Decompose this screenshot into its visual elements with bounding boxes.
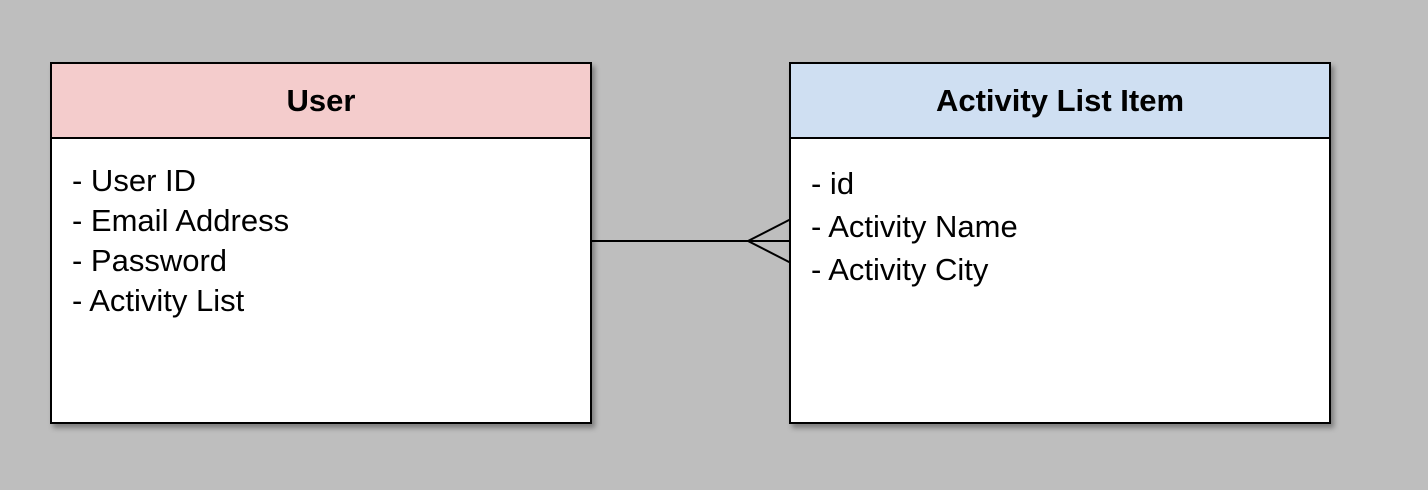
- crows-foot-lower-prong: [747, 240, 792, 264]
- user-attribute-activity-list: - Activity List: [72, 283, 245, 318]
- user-attribute-password: - Password: [72, 243, 228, 278]
- user-entity-attributes: - User ID - Email Address - Password - A…: [52, 139, 590, 321]
- user-entity-header: User: [52, 64, 590, 139]
- activity-list-item-entity[interactable]: Activity List Item - id - Activity Name …: [789, 62, 1331, 424]
- activity-attribute-activity-name: - Activity Name: [811, 209, 1018, 244]
- crows-foot-upper-prong: [747, 218, 792, 242]
- user-entity[interactable]: User - User ID - Email Address - Passwor…: [50, 62, 592, 424]
- user-entity-title: User: [286, 82, 356, 118]
- user-attribute-email-address: - Email Address: [72, 203, 290, 238]
- activity-list-item-entity-attributes: - id - Activity Name - Activity City: [791, 139, 1329, 291]
- activity-list-item-entity-header: Activity List Item: [791, 64, 1329, 139]
- activity-attribute-id: - id: [811, 166, 855, 201]
- activity-list-item-entity-title: Activity List Item: [935, 82, 1185, 118]
- activity-attribute-activity-city: - Activity City: [811, 252, 989, 287]
- user-attribute-user-id: - User ID: [72, 163, 196, 198]
